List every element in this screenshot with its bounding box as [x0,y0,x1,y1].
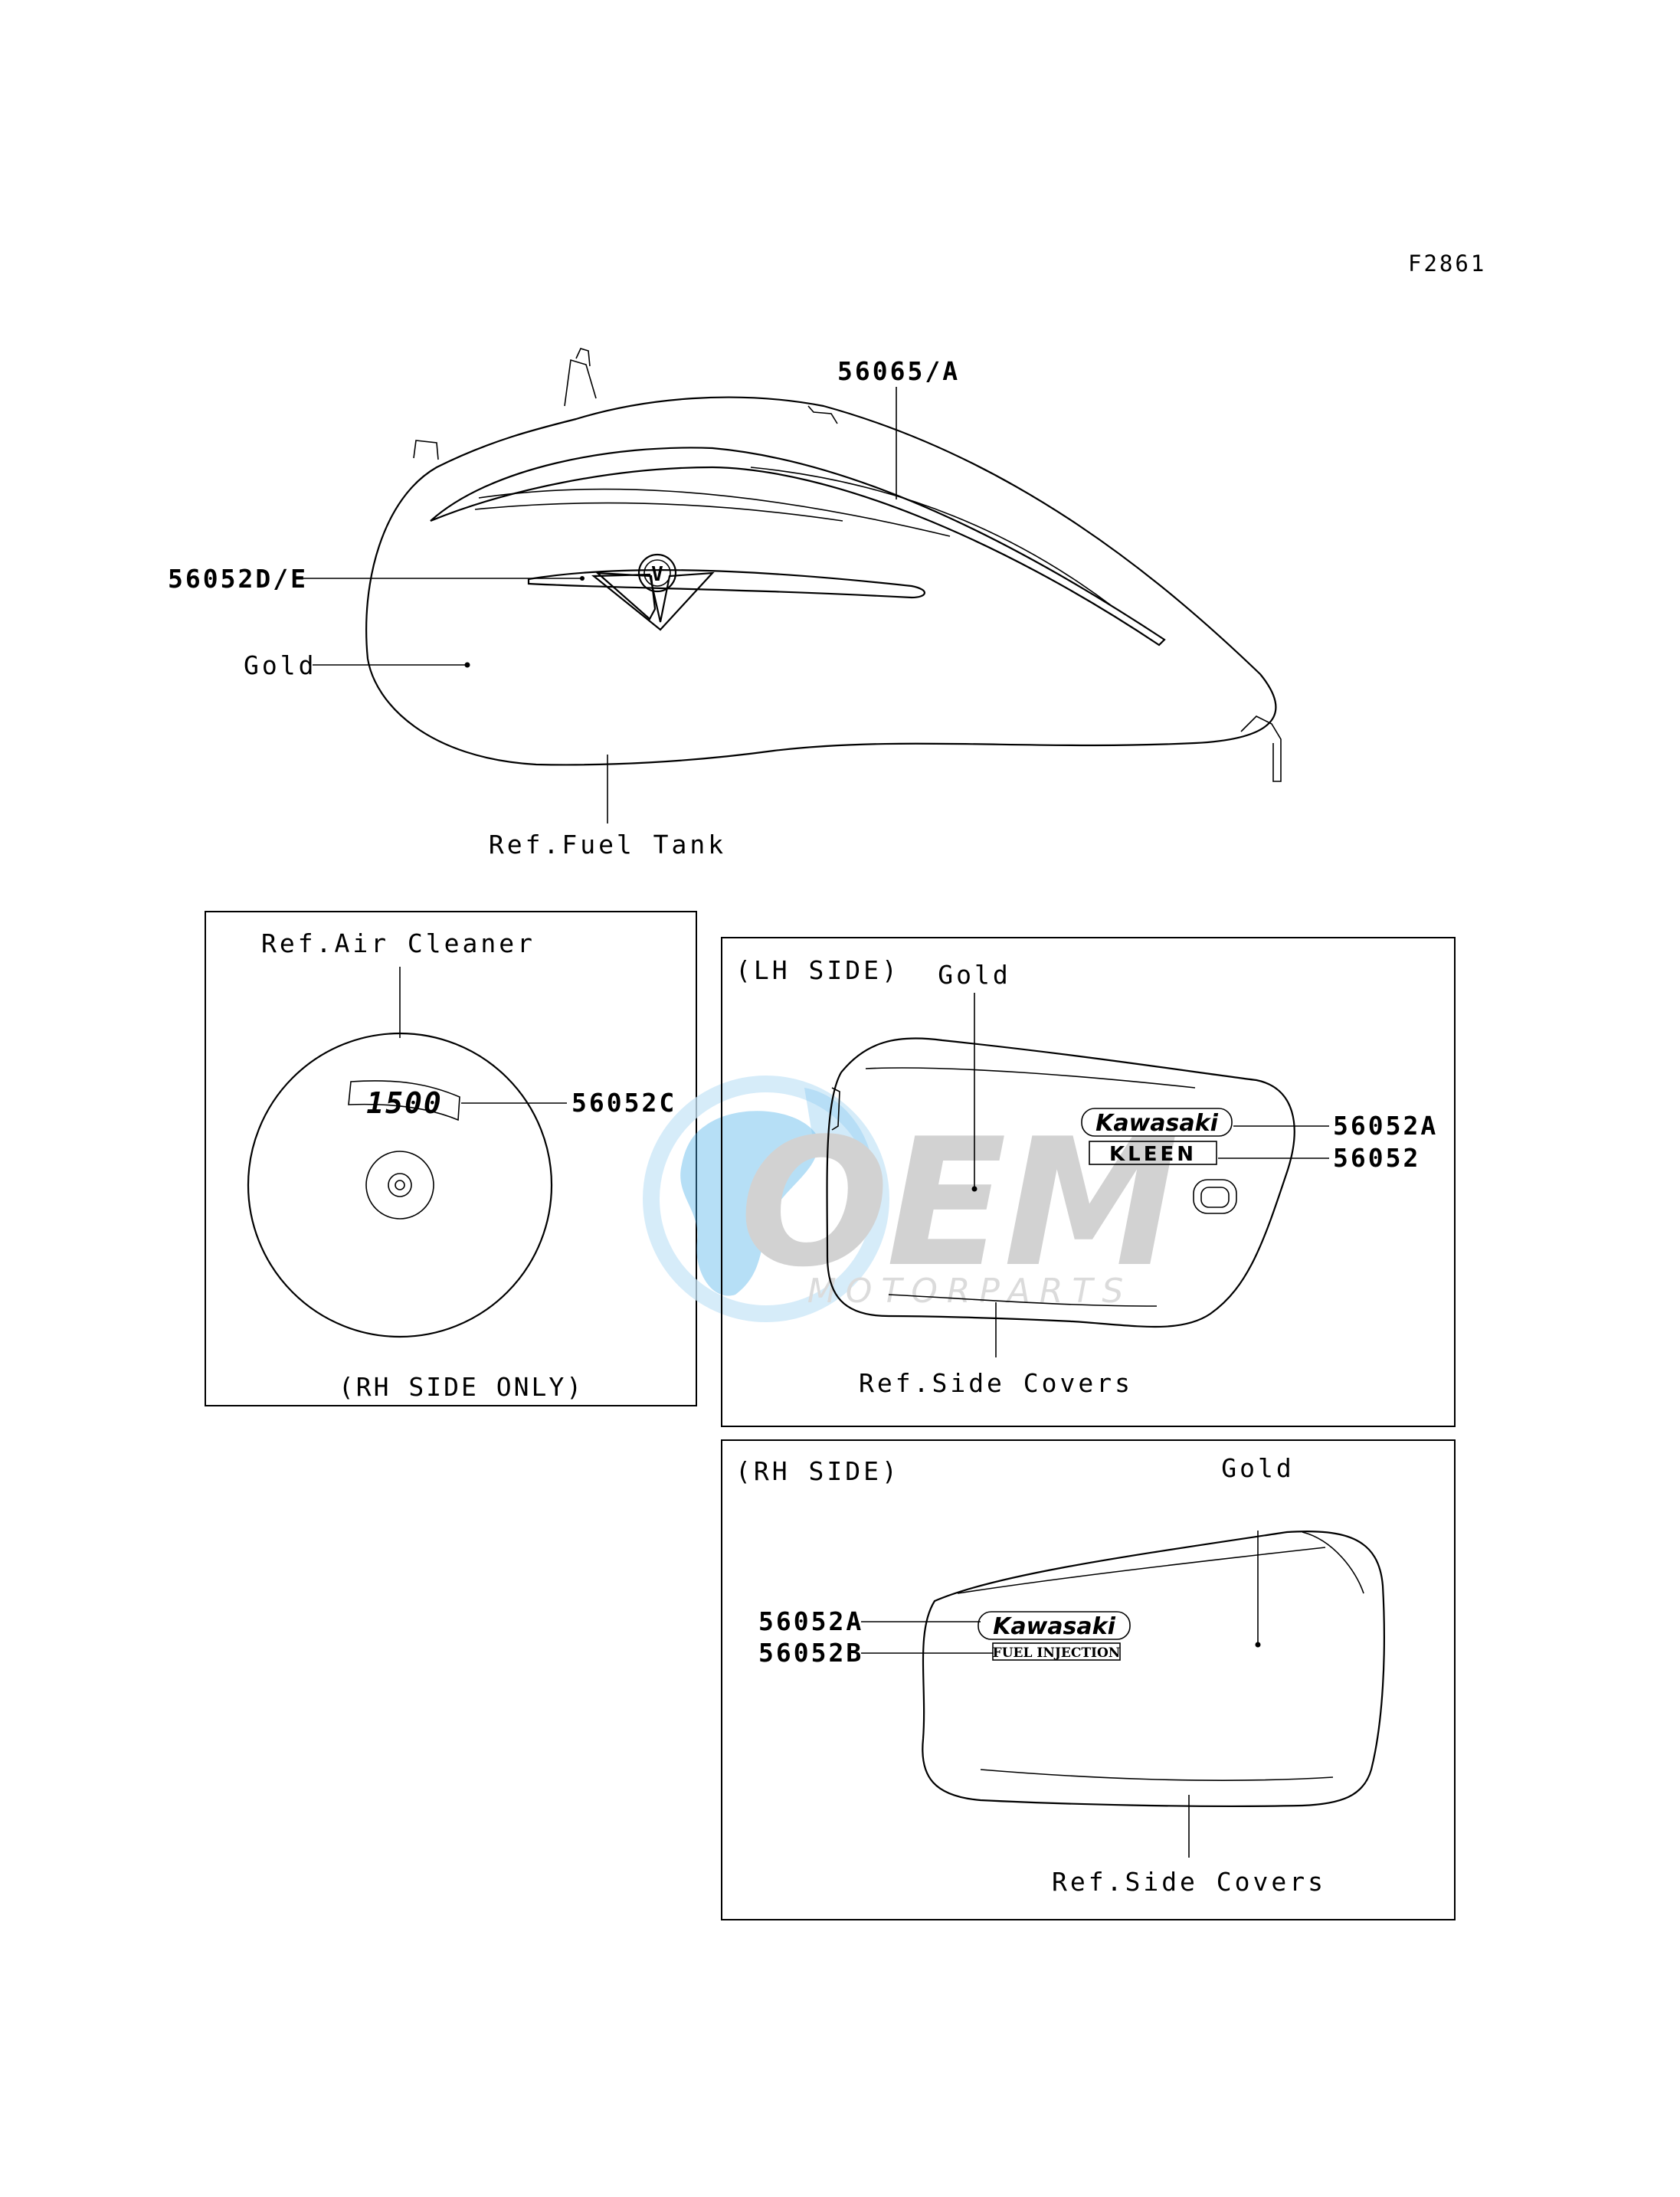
lh-side-color-label: Gold [938,960,1010,990]
fuel-tank-reference: Ref.Fuel Tank [489,830,726,859]
figure-code: F2861 [1408,250,1486,277]
tank-stripe-part-number: 56065/A [837,356,960,386]
tank-color-label: Gold [244,650,316,680]
air-cleaner-note: (RH SIDE ONLY) [339,1372,584,1402]
air-cleaner-reference: Ref.Air Cleaner [261,928,535,958]
rh-side-title: (RH SIDE) [735,1456,900,1486]
lh-kleen-decal-text: KLEEN [1109,1143,1197,1166]
fuel-tank-drawing: V [365,348,1282,782]
lh-kawasaki-part-number: 56052A [1333,1111,1438,1141]
air-cleaner-part-number: 56052C [571,1088,676,1118]
air-cleaner-drawing: 1500 [247,1032,553,1338]
rh-side-cover-drawing: Kawasaki FUEL INJECTION [922,1531,1385,1807]
watermark-logo: OEM MOTORPARTS [643,1076,1179,1322]
lh-side-cover-drawing: Kawasaki KLEEN [826,1037,1295,1328]
rh-fi-part-number: 56052B [758,1638,863,1668]
lh-side-cover-reference: Ref.Side Covers [859,1368,1133,1398]
rh-fi-decal-text: FUEL INJECTION [993,1645,1121,1661]
lh-side-title: (LH SIDE) [735,955,900,985]
tank-emblem-letter: V [651,563,663,586]
rh-kawasaki-decal-text: Kawasaki [993,1613,1116,1640]
air-cleaner-panel [205,911,697,1406]
lh-kleen-part-number: 56052 [1333,1143,1420,1173]
tank-emblem-part-number: 56052D/E [168,564,308,594]
rh-kawasaki-part-number: 56052A [758,1606,863,1636]
air-cleaner-decal-text: 1500 [366,1086,443,1120]
rh-side-cover-reference: Ref.Side Covers [1052,1867,1326,1897]
rh-side-panel [721,1439,1456,1920]
rh-side-color-label: Gold [1221,1453,1294,1483]
lh-side-panel [721,937,1456,1427]
lh-kawasaki-decal-text: Kawasaki [1095,1110,1219,1137]
